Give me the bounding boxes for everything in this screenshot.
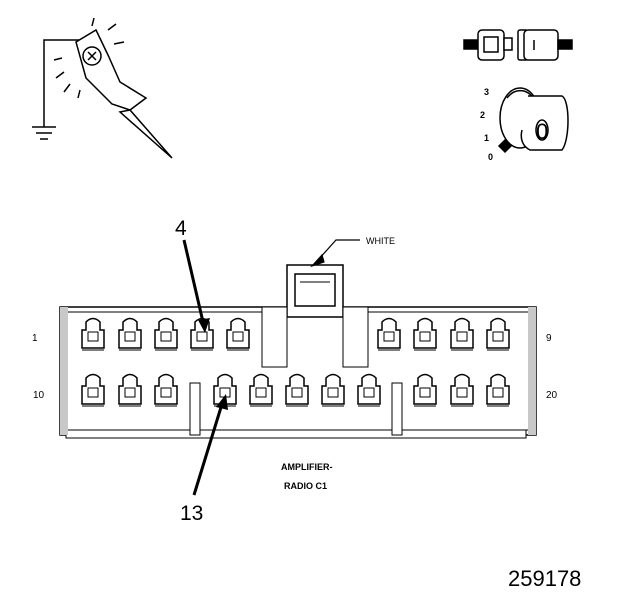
switch-position-1: 1 — [484, 133, 489, 143]
pin-label-9: 9 — [546, 333, 552, 344]
cavity-bottom-7 — [321, 373, 345, 407]
connector-name-line1: AMPLIFIER- — [281, 462, 333, 472]
cavity-top-2 — [118, 317, 142, 351]
callout-13: 13 — [180, 502, 203, 525]
cavity-top-5 — [226, 317, 250, 351]
connector-name-line2: RADIO C1 — [284, 481, 327, 491]
cavity-top-1 — [81, 317, 105, 351]
cavity-bottom-3 — [154, 373, 178, 407]
pin-label-20: 20 — [546, 390, 558, 401]
cavity-top-3 — [154, 317, 178, 351]
switch-position-2: 2 — [480, 110, 485, 120]
cavity-top-8 — [450, 317, 474, 351]
cavity-bottom-1 — [81, 373, 105, 407]
cavity-bottom-9 — [413, 373, 437, 407]
probe-ground-icon — [32, 17, 173, 159]
cavity-bottom-11 — [486, 373, 510, 407]
switch-position-0: 0 — [488, 152, 493, 162]
ignition-key-off-icon: 3 2 1 0 0 — [480, 87, 569, 162]
cavity-top-6 — [377, 317, 401, 351]
key-label: 0 — [536, 119, 548, 144]
pin-label-10: 10 — [33, 390, 45, 401]
white-leader — [310, 239, 360, 268]
cavity-bottom-5 — [249, 373, 273, 407]
figure-id: 259178 — [508, 566, 581, 591]
color-label: WHITE — [366, 236, 395, 246]
disconnect-connector-icon — [463, 29, 573, 61]
switch-position-3: 3 — [484, 87, 489, 97]
callout-4: 4 — [175, 217, 187, 240]
callout-13-arrow — [192, 394, 228, 496]
pin-label-1: 1 — [32, 333, 38, 344]
cavity-bottom-10 — [450, 373, 474, 407]
cavity-bottom-8 — [357, 373, 381, 407]
cavity-bottom-2 — [118, 373, 142, 407]
cavity-top-7 — [413, 317, 437, 351]
cavity-top-9 — [486, 317, 510, 351]
cavity-bottom-6 — [285, 373, 309, 407]
cavity-group — [81, 317, 510, 407]
callout-4-arrow — [182, 239, 210, 333]
connector-body — [59, 264, 537, 439]
